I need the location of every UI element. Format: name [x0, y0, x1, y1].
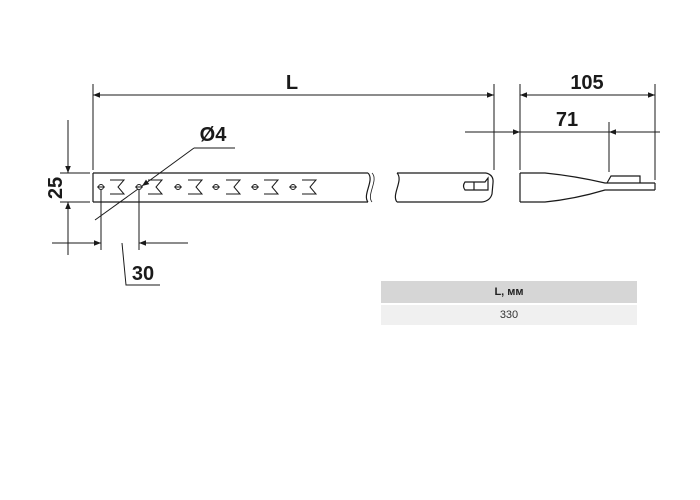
dim-length-label: L [286, 72, 298, 94]
spec-table-value: 330 [381, 304, 637, 325]
dim-end-length-label: 105 [570, 72, 603, 94]
spec-table-header: L, мм [381, 281, 637, 305]
hole-pattern [97, 179, 318, 195]
side-view-end [519, 172, 656, 203]
dim-hole-diameter-label: Ø4 [200, 124, 228, 146]
dim-height-line [60, 120, 90, 255]
dim-pitch-line [52, 190, 188, 286]
dim-end-offset-label: 71 [556, 109, 578, 131]
dim-height-label: 25 [45, 177, 67, 199]
end-fold [462, 176, 489, 191]
dim-hole-leader [94, 147, 235, 221]
dim-pitch-label: 30 [132, 263, 154, 285]
spec-table-header-row: L, мм [381, 281, 637, 305]
spec-table-row: 330 [381, 304, 637, 325]
spec-table: L, мм 330 [381, 281, 637, 325]
dim-length-line [92, 84, 495, 170]
dim-end-offset-line [465, 122, 660, 172]
